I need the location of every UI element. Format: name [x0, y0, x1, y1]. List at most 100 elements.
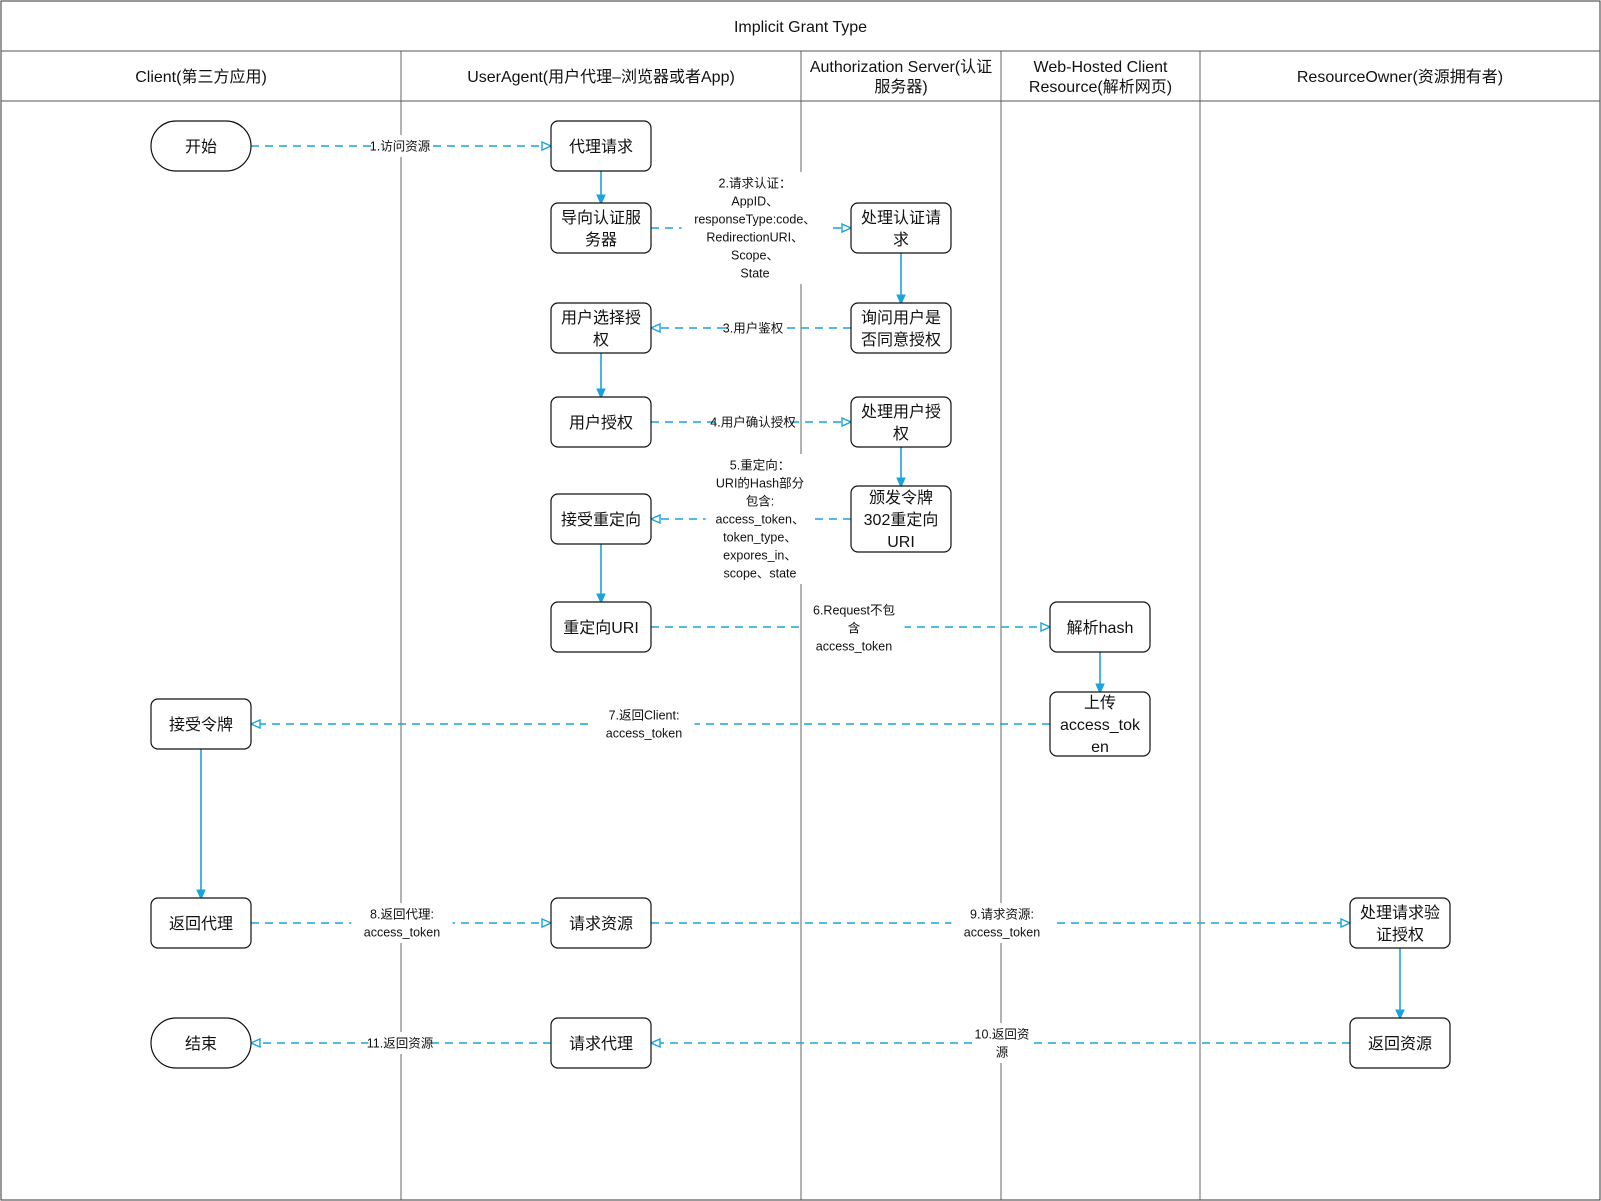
edge-label: 8.返回代理: — [370, 908, 434, 922]
node-label: 权 — [593, 331, 609, 349]
node-label: URI — [887, 534, 915, 551]
node-label: 接受令牌 — [169, 716, 233, 734]
node-accept-token: 接受令牌 — [150, 698, 252, 750]
edge-user-grant-to-handle-grant: 4.用户确认授权 — [651, 411, 851, 433]
edge-request-proxy-to-end: 11.返回资源 — [251, 1032, 551, 1054]
edge-label-background — [803, 599, 905, 657]
node-box — [1349, 1017, 1451, 1069]
node-issue-token: 颁发令牌 302重定向 URI — [850, 485, 952, 553]
edge-label: access_token — [816, 640, 892, 654]
node-box — [150, 698, 252, 750]
edge-label: RedirectionURI、 — [706, 231, 803, 245]
edge-label-background — [681, 172, 829, 284]
edge-label-background — [951, 903, 1053, 943]
node-box — [150, 897, 252, 949]
lane-label-auth: 服务器) — [874, 78, 927, 96]
edge-label: AppID、 — [731, 195, 778, 209]
node-label: 返回资源 — [1368, 1035, 1432, 1053]
edge-label: access_token — [964, 926, 1040, 940]
lane-label-client: Client(第三方应用) — [135, 67, 267, 86]
edge-label: 3.用户鉴权 — [723, 321, 784, 336]
edge-label-background — [593, 704, 695, 744]
node-label: 用户选择授 — [561, 309, 641, 327]
edge-upload-token-to-accept-token: 7.返回Client:access_token — [251, 704, 1050, 744]
node-label: 开始 — [185, 138, 217, 156]
node-layer: 开始代理请求导向认证服务器处理认证请求用户选择授权询问用户是否同意授权用户授权处… — [150, 120, 1451, 1069]
edge-label: responseType:code、 — [694, 213, 816, 227]
node-label: 请求资源 — [569, 915, 633, 933]
edge-label: Scope、 — [731, 249, 779, 263]
node-label: 务器 — [585, 231, 617, 249]
edge-start-to-proxy-req: 1.访问资源 — [251, 135, 551, 157]
edge-label: 10.返回资 — [975, 1028, 1030, 1042]
node-box — [550, 1017, 652, 1069]
node-box — [1049, 601, 1151, 653]
node-label: 用户授权 — [569, 414, 633, 432]
edge-label: access_token — [606, 727, 682, 741]
edge-ask-user-to-user-choose: 3.用户鉴权 — [651, 317, 851, 339]
node-label: 处理用户授 — [861, 403, 941, 421]
edge-return-res-to-request-proxy: 10.返回资源 — [651, 1023, 1350, 1063]
node-box — [550, 601, 652, 653]
node-label: 解析hash — [1067, 619, 1134, 637]
lane-label-web: Resource(解析网页) — [1029, 78, 1172, 96]
node-request-proxy: 请求代理 — [550, 1017, 652, 1069]
edge-label: 1.访问资源 — [370, 140, 431, 154]
node-box — [550, 202, 652, 254]
edge-label-background — [705, 454, 815, 584]
edge-label: 5.重定向： — [730, 458, 790, 473]
node-label: 询问用户是 — [861, 309, 941, 327]
node-accept-redirect: 接受重定向 — [550, 493, 652, 545]
edge-label-background — [974, 1023, 1030, 1063]
node-label: 请求代理 — [569, 1035, 633, 1053]
edge-layer: 1.访问资源 2.请求认证： AppID、 responseType:code、 Red… — [196, 135, 1405, 1063]
node-box — [850, 302, 952, 354]
edge-issue-token-to-accept-redirect: 5.重定向：URI的Hash部分包含:access_token、token_ty… — [651, 454, 851, 584]
edge-label: State — [740, 267, 769, 281]
node-label: 302重定向 — [864, 511, 939, 529]
edge-label: access_token — [364, 926, 440, 940]
edge-label-background — [725, 317, 781, 339]
node-label: 颁发令牌 — [869, 489, 933, 507]
node-box — [850, 485, 952, 553]
edge-label: expores_in、 — [723, 549, 797, 563]
node-proxy-req: 代理请求 — [550, 120, 652, 172]
node-label: 求 — [893, 231, 909, 249]
node-label: 导向认证服 — [561, 209, 641, 227]
edge-label-background — [717, 411, 789, 433]
node-box — [550, 493, 652, 545]
node-box — [550, 120, 652, 172]
node-redirect-uri: 重定向URI — [550, 601, 652, 653]
edge-label: 含 — [848, 621, 861, 636]
edge-label: 9.请求资源: — [970, 908, 1034, 922]
node-box — [550, 396, 652, 448]
lane-label-agent: UserAgent(用户代理–浏览器或者App) — [467, 68, 735, 86]
node-parse-hash: 解析hash — [1049, 601, 1151, 653]
node-return-proxy: 返回代理 — [150, 897, 252, 949]
edge-label: 4.用户确认授权 — [710, 415, 796, 430]
node-box — [1349, 897, 1451, 949]
node-label: 重定向URI — [563, 619, 639, 637]
lane-label-web: Web-Hosted Client — [1034, 59, 1169, 76]
node-box — [850, 396, 952, 448]
node-label: 接受重定向 — [561, 511, 641, 529]
node-box — [550, 302, 652, 354]
edge-redirect-auth-to-handle-auth: 2.请求认证： AppID、 responseType:code、 Redirecti… — [651, 172, 851, 284]
node-label: 权 — [893, 425, 909, 443]
edge-label-background — [351, 903, 453, 943]
node-start: 开始 — [150, 120, 252, 172]
edge-return-proxy-to-request-res: 8.返回代理: access_token — [251, 903, 551, 943]
edge-label: 11.返回资源 — [367, 1037, 434, 1051]
node-end: 结束 — [150, 1017, 252, 1069]
edge-label: access_token、 — [716, 513, 805, 527]
edge-label: 2.请求认证： — [719, 177, 792, 191]
node-label: 代理请求 — [569, 138, 633, 156]
